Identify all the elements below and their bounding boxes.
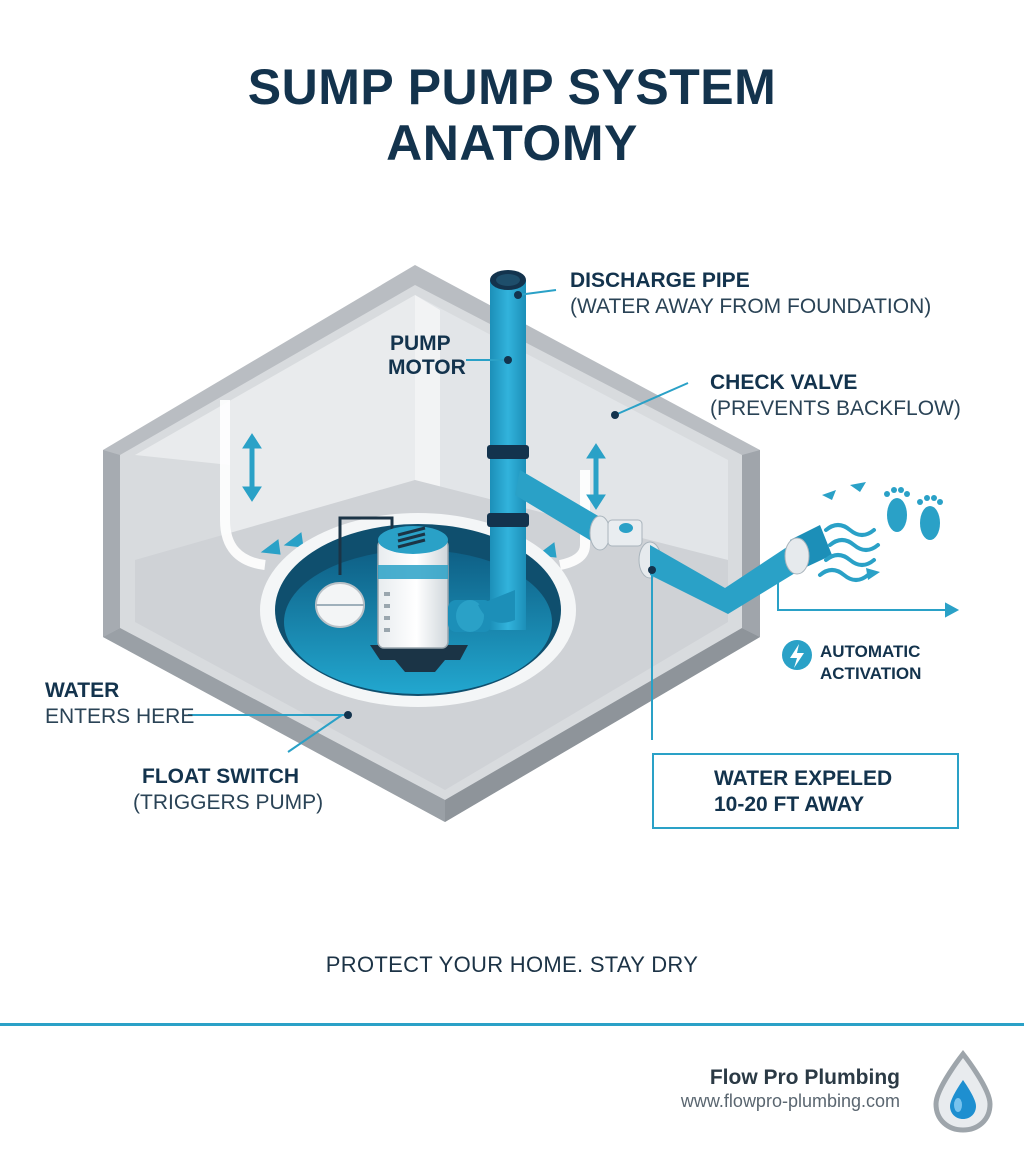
pump-motor-label: PUMP MOTOR bbox=[388, 332, 466, 379]
brand-url: www.flowpro-plumbing.com bbox=[680, 1091, 900, 1111]
leader-lines bbox=[188, 289, 960, 753]
footprints-icon bbox=[884, 487, 943, 540]
footer-divider bbox=[0, 1023, 1024, 1026]
float-switch-label: FLOAT SWITCH (TRIGGERS PUMP) bbox=[133, 765, 324, 814]
water-drop-logo-icon bbox=[933, 1050, 993, 1133]
discharge-pipe bbox=[478, 270, 605, 630]
leader-dots bbox=[344, 291, 656, 719]
water-enters-label: WATER ENTERS HERE bbox=[45, 679, 195, 728]
lightning-icon bbox=[782, 640, 812, 670]
sump-pump-illustration bbox=[103, 265, 960, 822]
water-spray bbox=[818, 482, 880, 582]
float-switch bbox=[315, 516, 394, 628]
title-line-2: ANATOMY bbox=[386, 115, 638, 171]
check-valve-label: CHECK VALVE (PREVENTS BACKFLOW) bbox=[710, 371, 961, 420]
expelled-callout-box bbox=[652, 753, 959, 829]
tagline: PROTECT YOUR HOME. STAY DRY bbox=[325, 952, 699, 977]
automatic-activation-label: AUTOMATIC ACTIVATION bbox=[820, 642, 922, 683]
brand-name: Flow Pro Plumbing bbox=[709, 1066, 900, 1089]
expelled-callout-text: WATER EXPELED 10-20 FT AWAY bbox=[714, 767, 893, 816]
outlet-pipe bbox=[650, 525, 832, 614]
flow-arrows bbox=[242, 433, 606, 558]
title-line-1: SUMP PUMP SYSTEM bbox=[247, 59, 777, 115]
discharge-pipe-label: DISCHARGE PIPE (WATER AWAY FROM FOUNDATI… bbox=[570, 269, 932, 318]
